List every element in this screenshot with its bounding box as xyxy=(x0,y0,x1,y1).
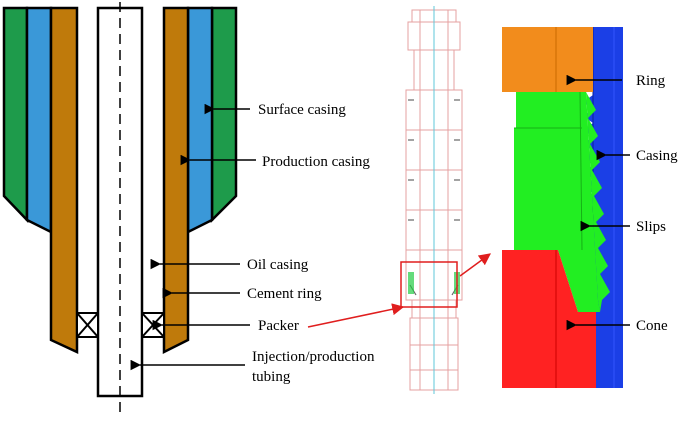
label-slips: Slips xyxy=(636,219,666,235)
detail-enlargement xyxy=(502,27,623,388)
label-cement-ring: Cement ring xyxy=(247,286,322,302)
label-tubing-line1: Injection/production xyxy=(252,349,375,365)
label-oil-casing: Oil casing xyxy=(247,257,309,273)
detail-slips-teeth xyxy=(586,92,610,312)
right-labels: Ring Casing Slips Cone xyxy=(636,73,678,334)
label-tubing-line2: tubing xyxy=(252,369,291,385)
wellbore-cross-section xyxy=(2,2,238,418)
label-surface-casing: Surface casing xyxy=(258,102,346,118)
production-casing-right xyxy=(186,6,214,235)
left-leaders xyxy=(130,103,256,371)
label-packer: Packer xyxy=(258,318,299,334)
zoom-region-box xyxy=(400,261,458,308)
label-casing: Casing xyxy=(636,148,678,164)
arrow-right-icon xyxy=(459,253,491,277)
right-leaders xyxy=(566,74,630,331)
left-labels: Surface casing Production casing Oil cas… xyxy=(247,102,375,385)
oil-casing-right xyxy=(162,6,190,355)
detail-cone xyxy=(502,250,596,388)
production-casing-left xyxy=(25,6,53,235)
oil-casing-left xyxy=(49,6,79,354)
detail-slips xyxy=(514,92,600,312)
x-box-icon xyxy=(141,312,165,338)
label-production-casing: Production casing xyxy=(262,154,370,170)
label-ring: Ring xyxy=(636,73,666,89)
surface-casing-left xyxy=(2,6,29,224)
detail-ring xyxy=(502,27,593,92)
x-box-icon xyxy=(76,312,99,338)
packer-pointer-arrow xyxy=(307,303,405,328)
label-cone: Cone xyxy=(636,318,668,334)
surface-casing-right xyxy=(210,6,238,224)
